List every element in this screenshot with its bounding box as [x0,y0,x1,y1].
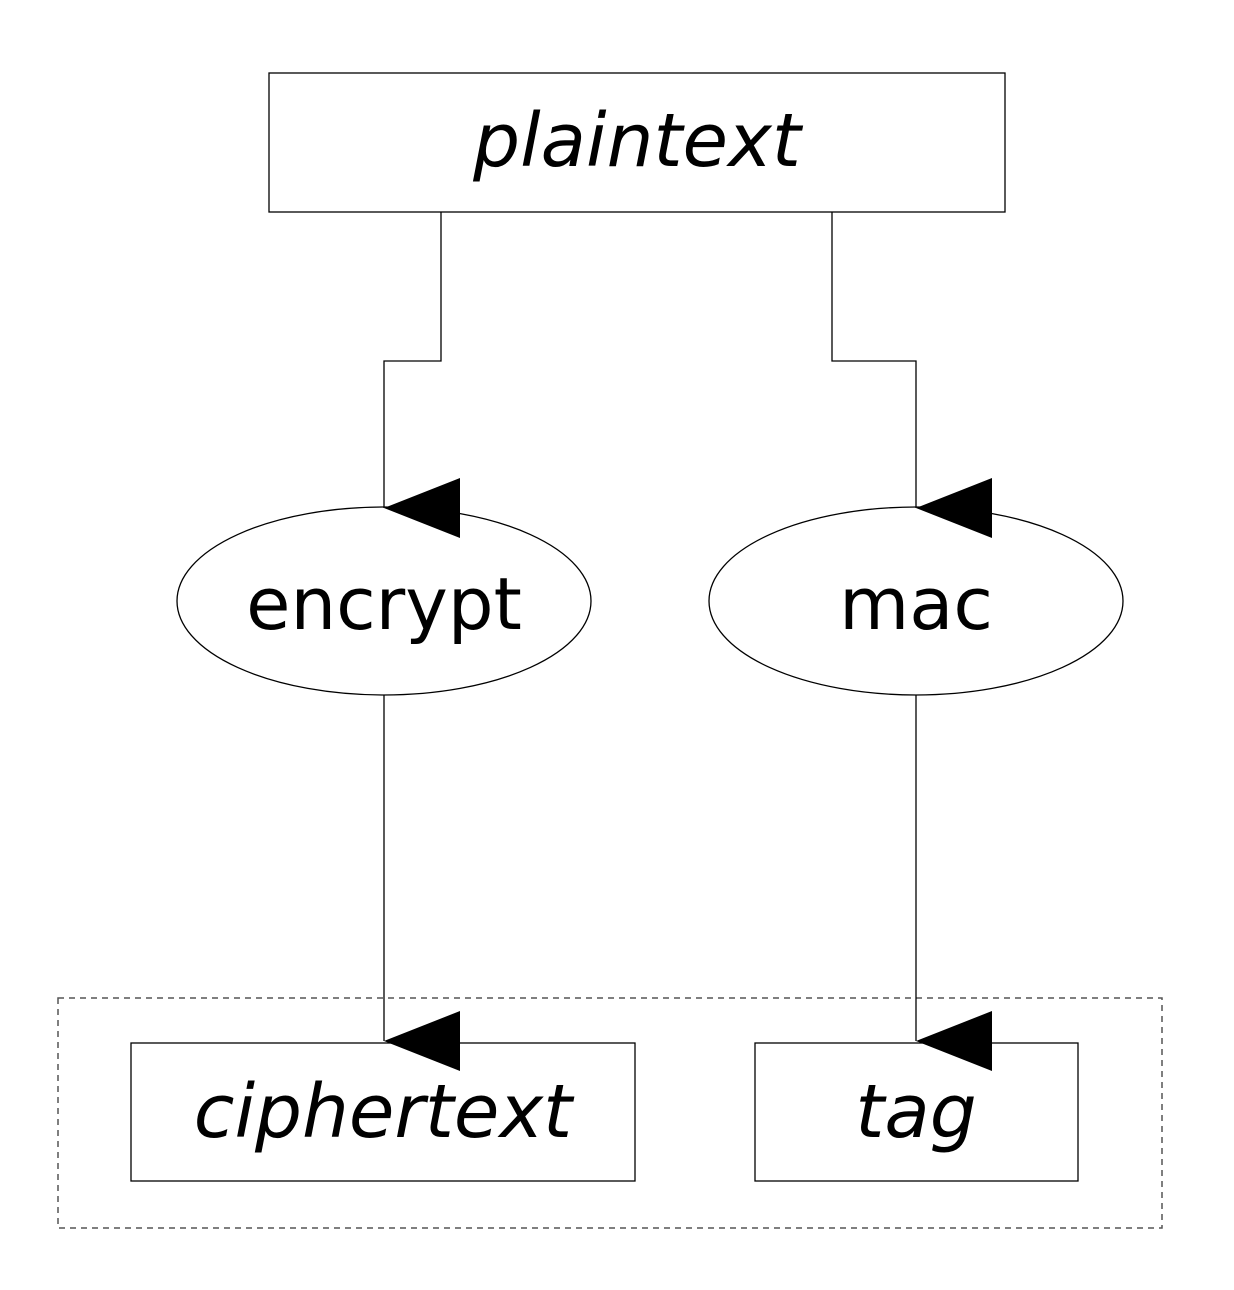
plaintext-box [268,72,1006,213]
plaintext-label: plaintext [472,98,804,184]
encrypt-node: encrypt [176,506,592,696]
ciphertext-box [130,1042,636,1182]
mac-node: mac [708,506,1124,696]
ciphertext-node: ciphertext [130,1042,636,1182]
mac-label: mac [839,562,993,646]
tag-label: tag [855,1069,976,1155]
plaintext-node: plaintext [268,72,1006,213]
output-group-box [57,997,1163,1229]
encrypt-label: encrypt [246,562,522,646]
ciphertext-label: ciphertext [194,1069,575,1155]
tag-node: tag [754,1042,1079,1182]
edge-plaintext-to-mac [831,212,992,538]
edge-plaintext-to-encrypt [383,212,460,538]
